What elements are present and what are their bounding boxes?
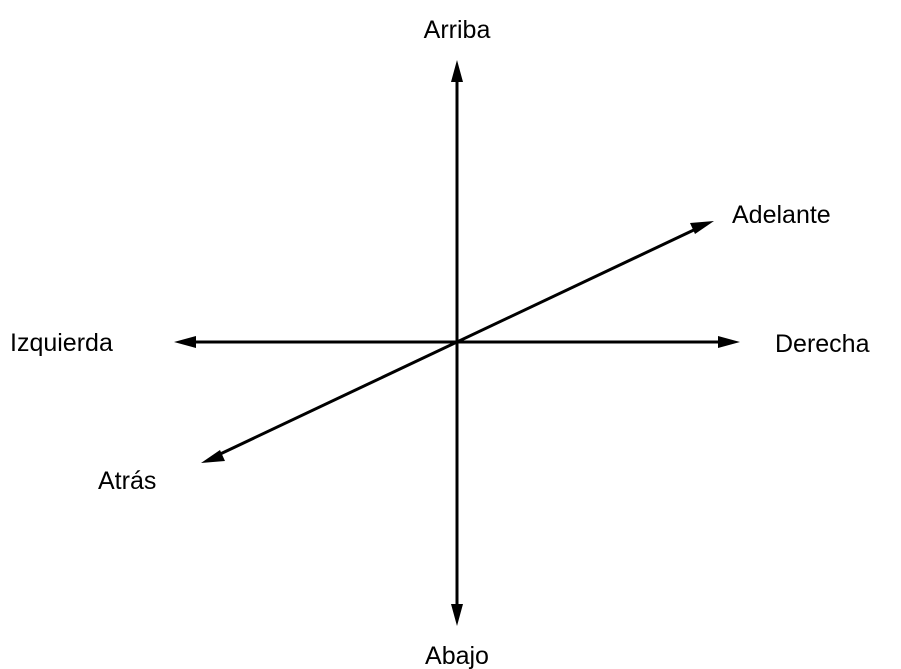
arrow-right-icon: [718, 336, 740, 348]
arrow-left-icon: [174, 336, 196, 348]
diagonal-axis-line: [215, 226, 699, 458]
label-forward: Adelante: [732, 201, 831, 229]
label-right: Derecha: [775, 330, 870, 358]
label-back: Atrás: [98, 467, 156, 495]
label-up: Arriba: [424, 16, 491, 44]
arrow-up-icon: [451, 60, 463, 82]
arrow-back-icon: [201, 450, 225, 463]
label-down: Abajo: [425, 642, 489, 669]
label-left: Izquierda: [10, 329, 113, 357]
arrow-forward-icon: [690, 221, 714, 234]
arrow-down-icon: [451, 604, 463, 626]
